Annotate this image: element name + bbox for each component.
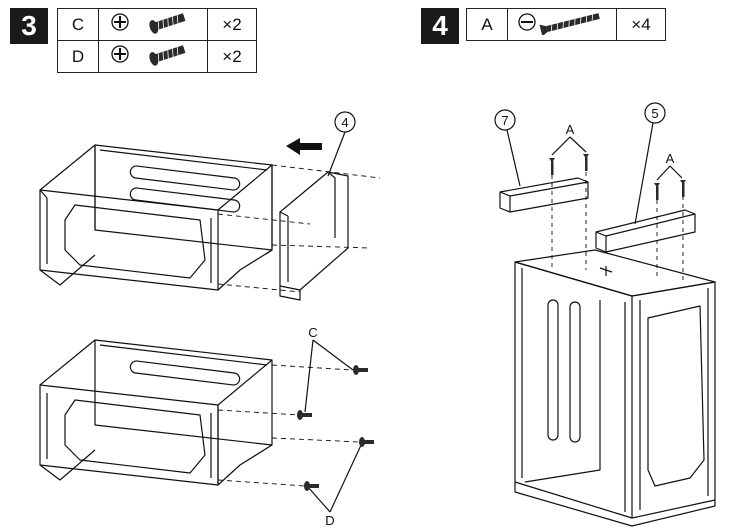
step-3-frame-exploded — [39, 144, 273, 291]
screw-d-lower-icon — [304, 481, 319, 491]
step-4-rail-5 — [595, 209, 696, 253]
screw-d-upper-icon — [359, 437, 374, 447]
callout-7: 7 — [501, 113, 508, 128]
parts-row-d: D ×2 — [57, 40, 257, 73]
step-4-parts-table: A ×4 — [466, 8, 666, 41]
phillips-screw-icon — [111, 45, 186, 66]
step-4-badge: 4 — [421, 8, 459, 44]
step-4-screws — [549, 154, 686, 200]
callout-d: D — [325, 513, 334, 528]
step-4-cabinet — [514, 249, 716, 527]
screw-a-icon — [549, 158, 555, 175]
step-3-parts-table: C ×2 D — [57, 8, 257, 73]
step-3-side-panel-4 — [279, 171, 349, 301]
callout-a-right: A — [666, 151, 675, 166]
callout-a-left: A — [566, 122, 575, 137]
step-3-badge: 3 — [10, 8, 48, 44]
screw-a-icon — [583, 154, 589, 171]
screw-c-upper-icon — [353, 365, 368, 375]
step-3-screws — [297, 365, 374, 491]
part-letter: D — [57, 40, 99, 73]
parts-row-a: A ×4 — [466, 8, 666, 41]
part-quantity: ×4 — [616, 8, 666, 41]
step-3-frame-assembled — [39, 339, 363, 513]
part-letter: A — [466, 8, 508, 41]
screw-a-icon — [680, 180, 686, 197]
callout-5: 5 — [651, 106, 658, 121]
phillips-screw-icon — [111, 13, 186, 34]
part-quantity: ×2 — [207, 40, 257, 73]
callout-c: C — [308, 325, 317, 340]
screw-a-icon — [654, 183, 660, 200]
phillips-countersunk-screw-icon — [518, 13, 600, 37]
callout-4: 4 — [341, 115, 348, 130]
parts-row-c: C ×2 — [57, 8, 257, 41]
step-4-rail-7 — [499, 177, 589, 213]
part-quantity: ×2 — [207, 8, 257, 41]
screw-c-lower-icon — [297, 410, 312, 420]
slide-direction-arrow — [286, 138, 322, 155]
